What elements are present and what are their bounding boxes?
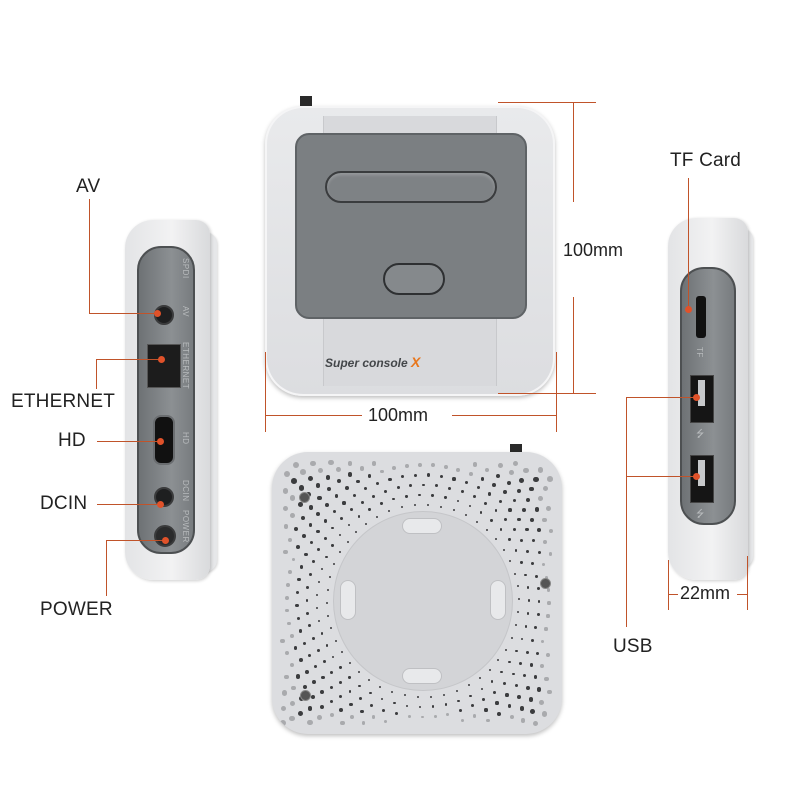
leader-usb-vertical xyxy=(626,397,627,627)
label-ethernet: ETHERNET xyxy=(11,391,115,412)
brand-logo: Super console X xyxy=(325,354,420,370)
label-power: POWER xyxy=(40,599,113,620)
label-av: AV xyxy=(76,176,101,197)
bottom-mount-disc xyxy=(334,512,512,690)
marker-usb-2 xyxy=(693,473,700,480)
marker-dcin xyxy=(157,501,164,508)
dim-width-right-tick xyxy=(556,352,557,432)
leader-usb-2 xyxy=(626,476,696,477)
antenna-tab xyxy=(300,96,312,106)
marker-av xyxy=(154,310,161,317)
engraved-spdif: SPDI xyxy=(181,258,190,279)
dim-height-line-upper xyxy=(573,102,574,202)
screw-top-left xyxy=(299,492,310,503)
bottom-antenna-tab xyxy=(510,444,522,454)
label-hd: HD xyxy=(58,430,86,451)
left-port-panel: SPDI AV ETHERNET HD DCIN POWER xyxy=(137,246,195,554)
dim-depth-left-tick xyxy=(668,560,669,610)
top-panel xyxy=(295,133,527,319)
engraved-hd: HD xyxy=(181,432,190,445)
console-left-side-view: SPDI AV ETHERNET HD DCIN POWER xyxy=(125,220,210,580)
dim-height-label: 100mm xyxy=(563,240,624,260)
vent-holes xyxy=(272,452,562,734)
dim-depth-line-left xyxy=(668,594,678,595)
console-top-view: Super console X xyxy=(265,96,555,396)
leader-ethernet-horizontal xyxy=(96,359,161,360)
screw-bottom-left xyxy=(300,690,311,701)
dim-width-line-right xyxy=(452,415,556,416)
dim-depth-label: 22mm xyxy=(680,583,731,603)
leader-tf-card xyxy=(688,178,689,309)
dim-bottom-tick xyxy=(498,393,596,394)
leader-usb-1 xyxy=(626,397,696,398)
label-dcin: DCIN xyxy=(40,493,88,514)
marker-hd xyxy=(157,438,164,445)
dim-width-line-left xyxy=(265,415,362,416)
marker-usb-1 xyxy=(693,394,700,401)
cartridge-slot xyxy=(325,171,497,203)
leader-power-horizontal xyxy=(106,540,164,541)
dim-width-label: 100mm xyxy=(368,405,429,425)
ethernet-port xyxy=(147,344,181,388)
tf-card-slot xyxy=(696,296,706,338)
marker-tf-card xyxy=(685,306,692,313)
usb-symbol-icon-1: ⭍ xyxy=(696,429,705,440)
dim-top-tick xyxy=(498,102,596,103)
console-bottom-view xyxy=(272,452,562,734)
engraved-ethernet: ETHERNET xyxy=(181,342,190,390)
dim-height-line-lower xyxy=(573,297,574,394)
brand-mark: X xyxy=(411,354,421,370)
usb-port-2 xyxy=(690,455,714,503)
console-right-side-view: TF ⭍ ⭍ xyxy=(668,218,748,580)
engraved-av: AV xyxy=(181,306,190,318)
rubber-foot-right xyxy=(490,580,506,620)
hdmi-port xyxy=(153,415,175,465)
leader-dcin xyxy=(97,504,159,505)
dim-depth-right-tick xyxy=(747,556,748,610)
engraved-dcin: DCIN xyxy=(181,480,190,502)
engraved-power: POWER xyxy=(181,510,190,543)
leader-av-horizontal xyxy=(89,313,156,314)
marker-ethernet xyxy=(158,356,165,363)
leader-power-vertical xyxy=(106,540,107,596)
leader-ethernet-vertical xyxy=(96,359,97,389)
rubber-foot-bottom xyxy=(402,668,442,684)
usb-symbol-icon-2: ⭍ xyxy=(696,509,705,520)
marker-power xyxy=(162,537,169,544)
leader-av-vertical xyxy=(89,199,90,314)
rubber-foot-left xyxy=(340,580,356,620)
dim-width-left-tick xyxy=(265,352,266,432)
dim-depth-line-right xyxy=(737,594,747,595)
rubber-foot-top xyxy=(402,518,442,534)
top-button xyxy=(383,263,445,295)
brand-text: Super console xyxy=(325,356,408,370)
leader-hd xyxy=(97,441,159,442)
label-usb: USB xyxy=(613,636,653,657)
engraved-tf: TF xyxy=(695,347,704,358)
screw-right xyxy=(540,578,551,589)
label-tf-card: TF Card xyxy=(670,150,742,171)
power-button xyxy=(154,525,176,547)
